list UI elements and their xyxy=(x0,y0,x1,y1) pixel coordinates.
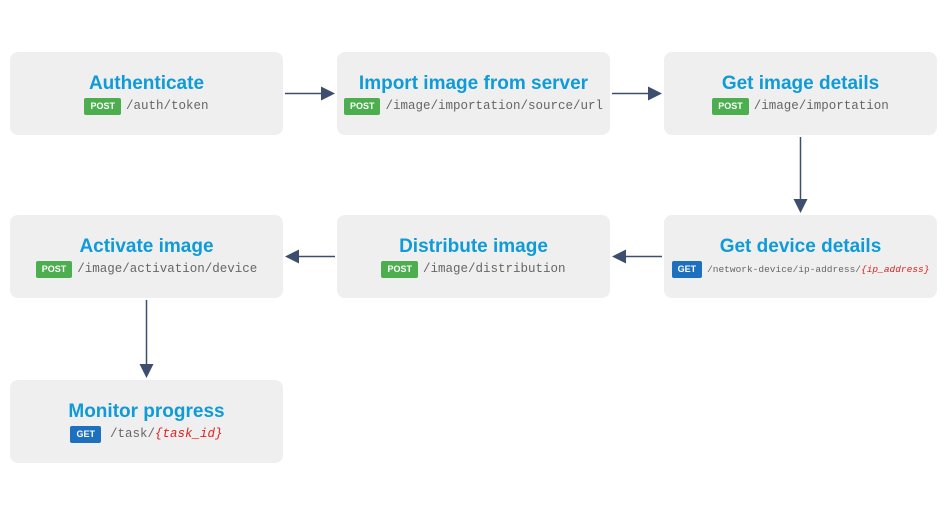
method-badge: POST xyxy=(35,260,73,278)
step-activate-image: Activate image POST /image/activation/de… xyxy=(10,215,283,298)
endpoint: POST /image/importation xyxy=(712,97,889,115)
endpoint-path: /image/distribution xyxy=(422,262,566,276)
arrow-head xyxy=(793,199,808,213)
step-distribute-image: Distribute image POST /image/distributio… xyxy=(337,215,610,298)
endpoint-path: /auth/token xyxy=(126,99,209,113)
step-title: Authenticate xyxy=(88,72,205,94)
flow-arrow xyxy=(285,249,335,264)
arrow-head xyxy=(321,86,335,101)
method-badge: POST xyxy=(84,97,121,115)
arrow-head xyxy=(648,86,662,101)
step-title: Activate image xyxy=(79,235,214,257)
flow-arrow xyxy=(139,300,154,378)
method-badge: POST xyxy=(381,260,418,278)
endpoint: POST /image/activation/device xyxy=(35,260,258,278)
step-get-image-details: Get image details POST /image/importatio… xyxy=(664,52,937,135)
flow-arrow xyxy=(285,86,335,101)
endpoint: POST /image/importation/source/url xyxy=(343,97,604,115)
step-title: Import image from server xyxy=(358,72,589,94)
endpoint: POST /auth/token xyxy=(84,97,209,115)
endpoint: GET /network-device/ip-address/{ip_addre… xyxy=(671,260,930,278)
method-badge: POST xyxy=(712,97,749,115)
flow-arrow xyxy=(612,86,662,101)
endpoint-path: /image/activation/device xyxy=(77,262,258,276)
endpoint: GET /task/{task_id} xyxy=(70,425,223,443)
flow-arrow xyxy=(793,137,808,213)
step-import-image-from-server: Import image from server POST /image/imp… xyxy=(337,52,610,135)
method-badge: POST xyxy=(343,97,381,115)
endpoint-path: /image/importation/source/url xyxy=(385,99,604,113)
endpoint-path: /task/ xyxy=(109,427,155,441)
step-get-device-details: Get device details GET /network-device/i… xyxy=(664,215,937,298)
arrow-head xyxy=(612,249,626,264)
method-badge: GET xyxy=(671,260,703,278)
endpoint-path: /image/importation xyxy=(753,99,889,113)
endpoint-path: /network-device/ip-address/ xyxy=(707,263,862,275)
step-title: Monitor progress xyxy=(68,400,225,422)
endpoint: POST /image/distribution xyxy=(381,260,566,278)
step-title: Get image details xyxy=(721,72,880,94)
step-title: Get device details xyxy=(719,235,882,257)
arrow-head xyxy=(285,249,299,264)
method-badge: GET xyxy=(70,425,101,443)
step-authenticate: Authenticate POST /auth/token xyxy=(10,52,283,135)
step-title: Distribute image xyxy=(399,235,548,257)
endpoint-parameter: {task_id} xyxy=(155,427,223,441)
arrow-head xyxy=(139,364,154,378)
endpoint-parameter: {ip_address} xyxy=(861,263,930,275)
flow-arrow xyxy=(612,249,662,264)
step-monitor-progress: Monitor progress GET /task/{task_id} xyxy=(10,380,283,463)
